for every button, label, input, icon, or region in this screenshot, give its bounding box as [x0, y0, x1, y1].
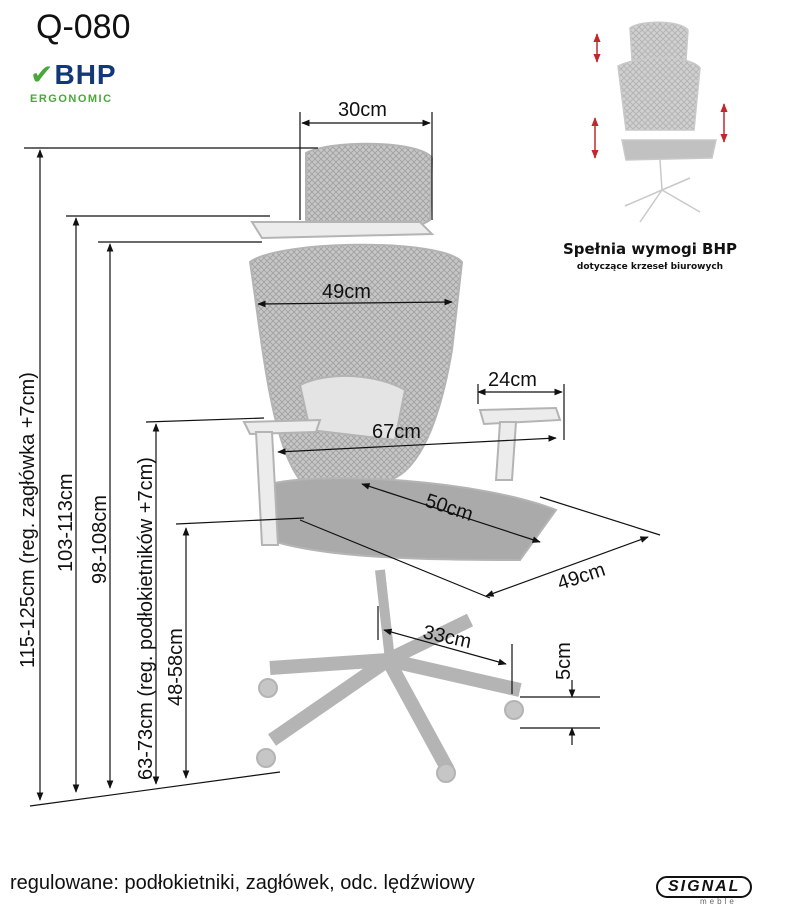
check-icon: ✔	[30, 59, 55, 90]
requirements-subtitle: dotyczące krzeseł biurowych	[576, 262, 724, 272]
bhp-logo: ✔BHP	[30, 58, 117, 91]
caster-height-label: 5cm	[553, 642, 575, 680]
dimension-lines	[24, 112, 661, 807]
model-code: Q-080	[36, 8, 131, 46]
seat-height-label: 48-58cm	[165, 628, 187, 706]
adjustment-arrows	[591, 33, 728, 159]
mini-chair-illustration	[617, 21, 717, 223]
back-width-label: 49cm	[322, 281, 371, 303]
height-no-headrest-label: 103-113cm	[55, 473, 77, 572]
armrest-length-label: 24cm	[488, 369, 537, 391]
total-height-label: 115-125cm (reg. zagłówka +7cm)	[17, 372, 39, 668]
signal-logo: SIGNAL	[656, 876, 753, 898]
backrest-height-label: 98-108cm	[89, 495, 111, 584]
requirements-title: Spełnia wymogi BHP	[562, 240, 738, 258]
armrest-span-label: 67cm	[372, 421, 421, 443]
armrest-height-label: 63-73cm (reg. podłokietników +7cm)	[135, 457, 157, 780]
bhp-logo-text: BHP	[54, 59, 117, 90]
headrest-width-label: 30cm	[338, 99, 387, 121]
adjustment-features: regulowane: podłokietniki, zagłówek, odc…	[10, 872, 475, 894]
bhp-logo-subtitle: ERGONOMIC	[30, 93, 113, 105]
seat-width-label: 49cm	[555, 559, 608, 595]
signal-logo-subtitle: meble	[700, 897, 737, 906]
